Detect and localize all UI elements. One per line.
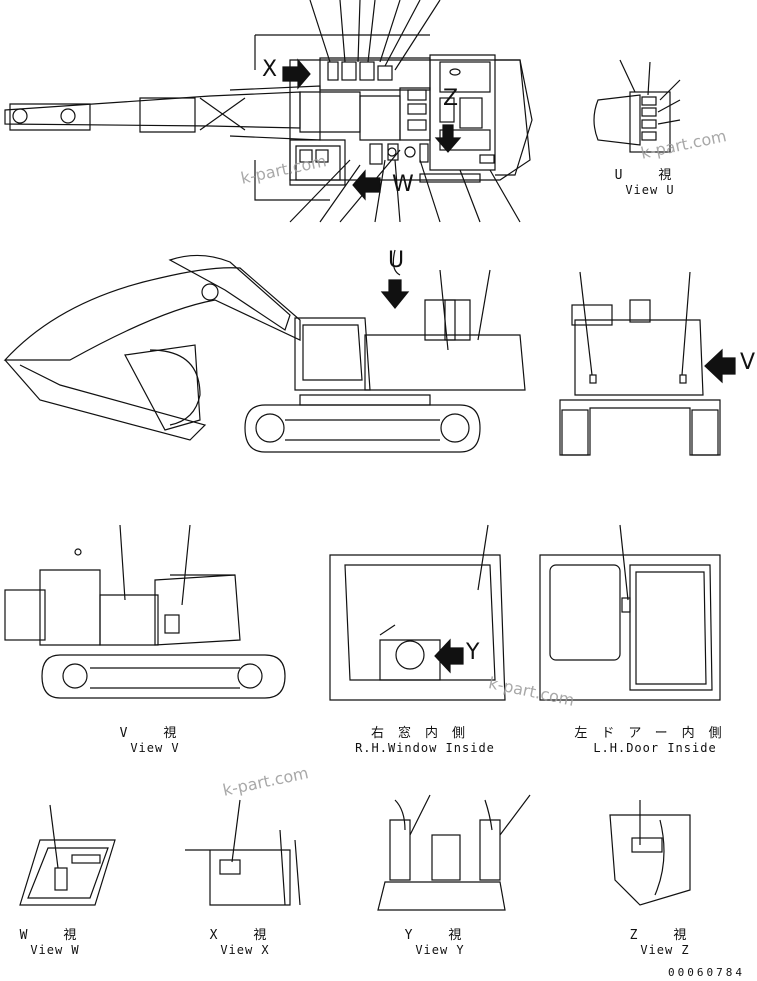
- rh-window-inside: [329, 524, 506, 701]
- side-view-excavator: [3, 254, 526, 453]
- view-u-jp: U 視: [614, 168, 686, 183]
- view-v-jp: V 視: [119, 726, 191, 741]
- view-z-en: View Z: [640, 943, 690, 957]
- lh-door-en: L.H.Door Inside: [593, 741, 717, 755]
- rear-view-machine: [559, 271, 721, 456]
- plan-view-machine: [4, 0, 533, 223]
- view-v-label: V 視 View V: [100, 722, 210, 755]
- lh-door-label: 左ドアー内側 L.H.Door Inside: [560, 722, 750, 755]
- u-leader-curve: [392, 249, 401, 276]
- rh-window-en: R.H.Window Inside: [355, 741, 495, 755]
- arrow-letter-z: Z: [443, 86, 459, 111]
- rh-window-label: 右窓内側 R.H.Window Inside: [330, 722, 520, 755]
- view-u-label: U 視 View U: [600, 164, 700, 197]
- view-x-en: View X: [220, 943, 270, 957]
- view-z-jp: Z 視: [629, 928, 701, 943]
- view-x-jp: X 視: [209, 928, 281, 943]
- view-y-jp: Y 視: [404, 928, 476, 943]
- view-u-detail: [593, 59, 681, 153]
- view-z-label: Z 視 View Z: [620, 924, 710, 957]
- lh-door-inside: [539, 524, 721, 701]
- arrow-w: [352, 169, 381, 201]
- view-x-detail: [185, 799, 301, 906]
- arrow-letter-x: X: [262, 57, 278, 82]
- arrow-v: [704, 348, 736, 384]
- lh-door-jp: 左ドアー内側: [574, 726, 736, 741]
- arrow-x: [282, 58, 311, 90]
- view-y-en: View Y: [415, 943, 465, 957]
- view-v-en: View V: [130, 741, 180, 755]
- view-u-en: View U: [625, 183, 675, 197]
- view-y-label: Y 視 View Y: [395, 924, 485, 957]
- view-x-label: X 視 View X: [200, 924, 290, 957]
- view-w-detail: [19, 804, 116, 906]
- view-w-jp: W 視: [19, 928, 91, 943]
- arrow-z: [434, 124, 462, 153]
- view-w-label: W 視 View W: [10, 924, 100, 957]
- rh-window-jp: 右窓内側: [370, 726, 479, 741]
- view-v-detail: [4, 524, 286, 699]
- view-z-detail: [609, 800, 691, 906]
- view-y-detail: [377, 794, 531, 911]
- arrow-letter-u: U: [388, 248, 405, 273]
- arrow-u: [380, 279, 410, 309]
- drawing-code: 00060784: [668, 966, 745, 979]
- arrow-letter-y: Y: [466, 640, 480, 665]
- arrow-y: [434, 638, 464, 674]
- arrow-letter-v: V: [740, 350, 756, 375]
- view-w-en: View W: [30, 943, 80, 957]
- arrow-letter-w: W: [392, 172, 414, 197]
